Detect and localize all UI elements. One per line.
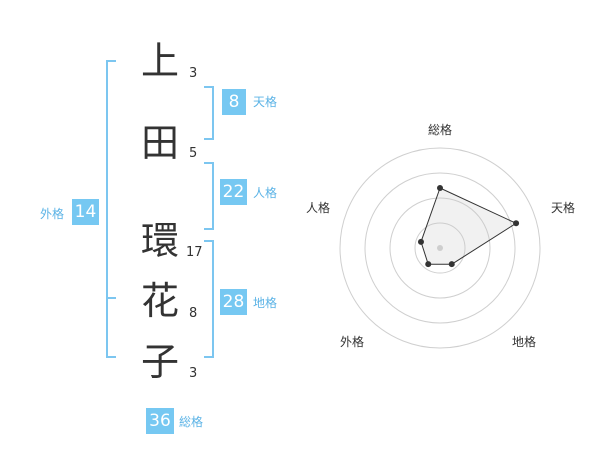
radar-center-dot bbox=[437, 245, 443, 251]
radar-point-2 bbox=[448, 261, 455, 268]
outer-bracket-mid-tick bbox=[106, 297, 116, 299]
tenkaku-score-badge: 8 bbox=[222, 89, 246, 115]
jinkaku-label: 人格 bbox=[253, 186, 278, 200]
stroke-count-4: 8 bbox=[189, 306, 198, 321]
name-char-3: 環 bbox=[140, 219, 179, 263]
radar-axis-label-3: 外格 bbox=[339, 335, 364, 349]
stroke-count-1: 3 bbox=[189, 66, 198, 81]
radar-point-4 bbox=[417, 238, 424, 245]
stroke-count-2: 5 bbox=[189, 146, 198, 161]
gaikaku-label: 外格 bbox=[40, 207, 65, 221]
chikaku-label: 地格 bbox=[253, 296, 278, 310]
jinkaku-bracket bbox=[204, 162, 214, 230]
radar-ring-4 bbox=[339, 147, 541, 349]
radar-point-3 bbox=[425, 261, 432, 268]
radar-axis-label-2: 地格 bbox=[511, 335, 536, 349]
name-char-1: 上 bbox=[140, 39, 179, 83]
radar-point-1 bbox=[513, 220, 520, 227]
outer-bracket bbox=[106, 60, 116, 358]
chikaku-score-badge: 28 bbox=[220, 289, 247, 315]
radar-ring-1 bbox=[414, 222, 466, 274]
name-char-4: 花 bbox=[140, 279, 179, 323]
soukaku-label: 総格 bbox=[179, 415, 204, 429]
radar-axis-label-0: 総格 bbox=[427, 123, 452, 137]
chikaku-bracket bbox=[204, 240, 214, 358]
radar-point-0 bbox=[437, 185, 443, 191]
tenkaku-bracket bbox=[204, 86, 214, 140]
soukaku-score-badge: 36 bbox=[146, 408, 174, 434]
name-char-5: 子 bbox=[140, 340, 179, 384]
name-char-2: 田 bbox=[140, 121, 179, 165]
stroke-count-5: 3 bbox=[189, 366, 198, 381]
stroke-count-3: 17 bbox=[186, 245, 203, 260]
radar-axis-label-4: 人格 bbox=[305, 201, 330, 215]
radar-ring-3 bbox=[364, 172, 516, 324]
jinkaku-score-badge: 22 bbox=[220, 179, 247, 205]
radar-ring-2 bbox=[389, 197, 491, 299]
radar-axis-label-1: 天格 bbox=[550, 201, 575, 215]
tenkaku-label: 天格 bbox=[253, 95, 278, 109]
gaikaku-score-badge: 14 bbox=[72, 199, 99, 225]
radar-data-polygon bbox=[420, 187, 518, 265]
